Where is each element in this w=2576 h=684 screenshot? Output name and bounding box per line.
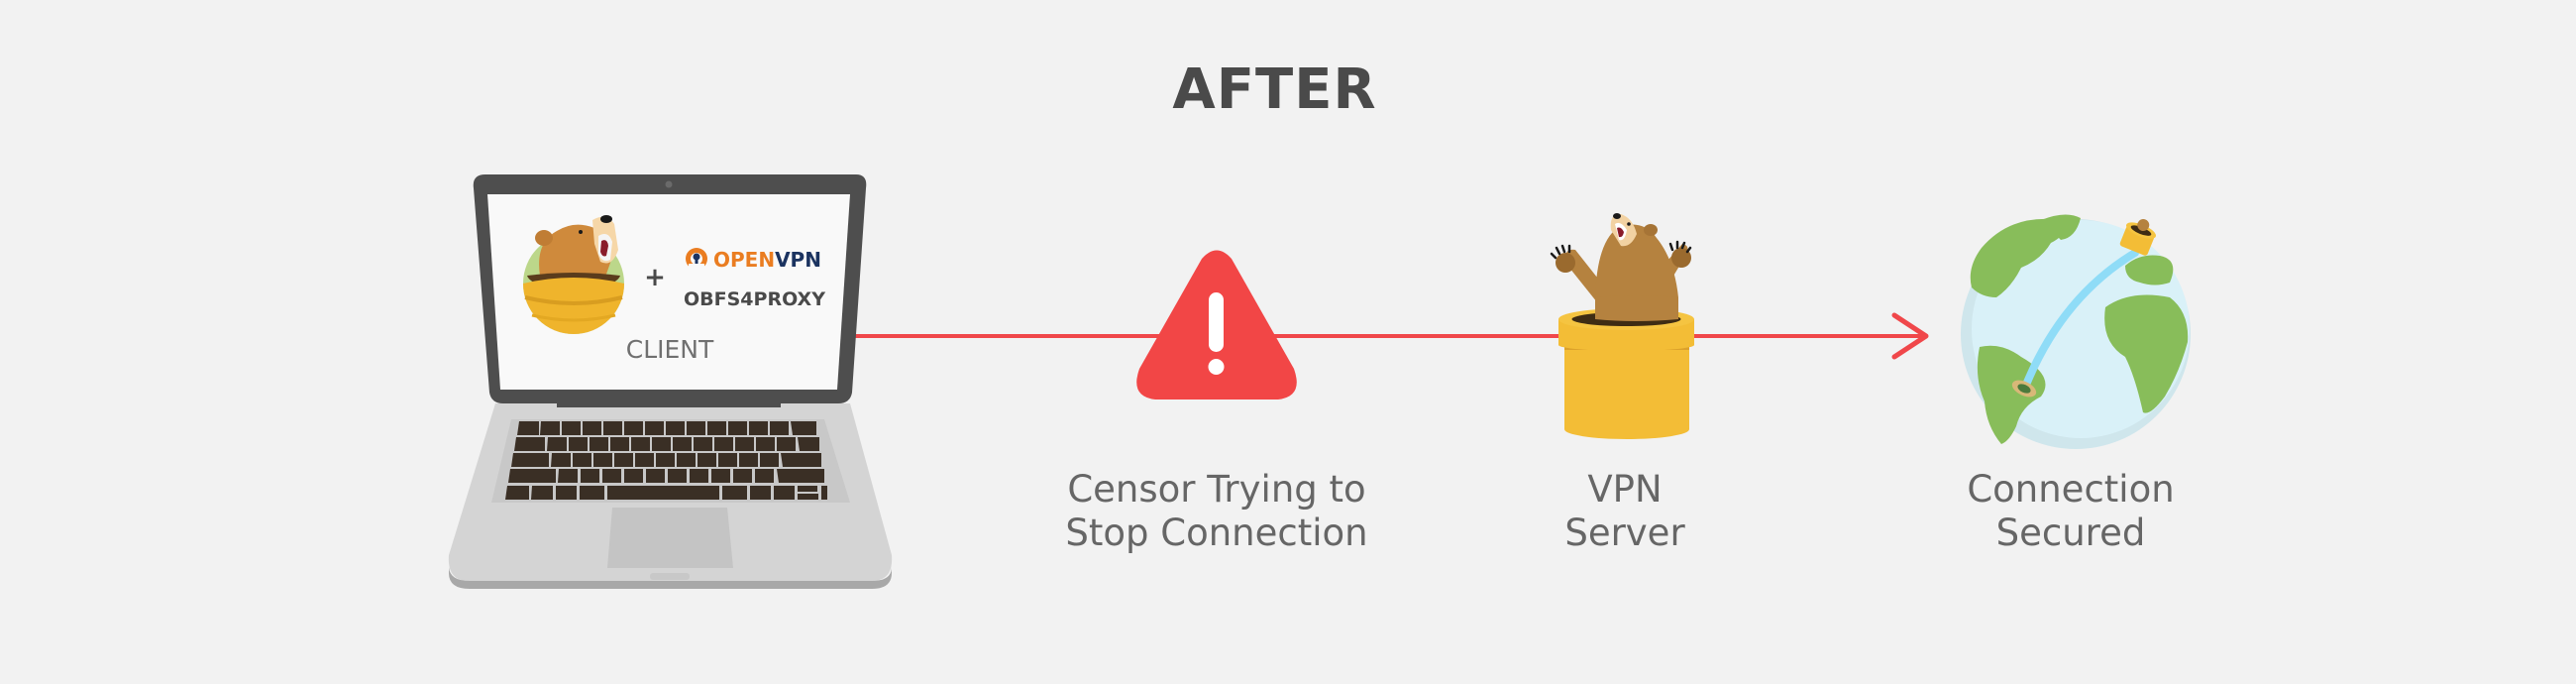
- stage-label-censor: Censor Trying to Stop Connection: [1065, 468, 1368, 554]
- openvpn-vpn-text: VPN: [775, 248, 821, 272]
- arrow-head-icon: [1891, 312, 1929, 360]
- openvpn-open-text: OPEN: [713, 248, 775, 272]
- vpn-server-bear-pipe-icon: [1550, 213, 1694, 439]
- trackpad: [607, 508, 733, 568]
- stage-label-connection-secured: Connection Secured: [1967, 468, 2175, 554]
- keyboard: [505, 421, 827, 500]
- svg-text:OPENVPN: OPENVPN: [713, 248, 821, 272]
- client-label: CLIENT: [626, 335, 714, 364]
- warning-triangle-icon: [1136, 250, 1297, 399]
- diagram-title: AFTER: [1172, 57, 1377, 122]
- plus-sign: +: [644, 263, 666, 292]
- tunnelbear-logo-icon: [523, 215, 624, 334]
- laptop-icon: + OPENVPN OBFS4PROXY CLIENT: [448, 174, 893, 589]
- openvpn-logo: OPENVPN: [686, 248, 821, 272]
- globe-icon: [1961, 214, 2191, 449]
- stage-label-vpn-server: VPN Server: [1564, 468, 1685, 554]
- obfs4proxy-label: OBFS4PROXY: [684, 288, 825, 310]
- webcam: [665, 180, 673, 188]
